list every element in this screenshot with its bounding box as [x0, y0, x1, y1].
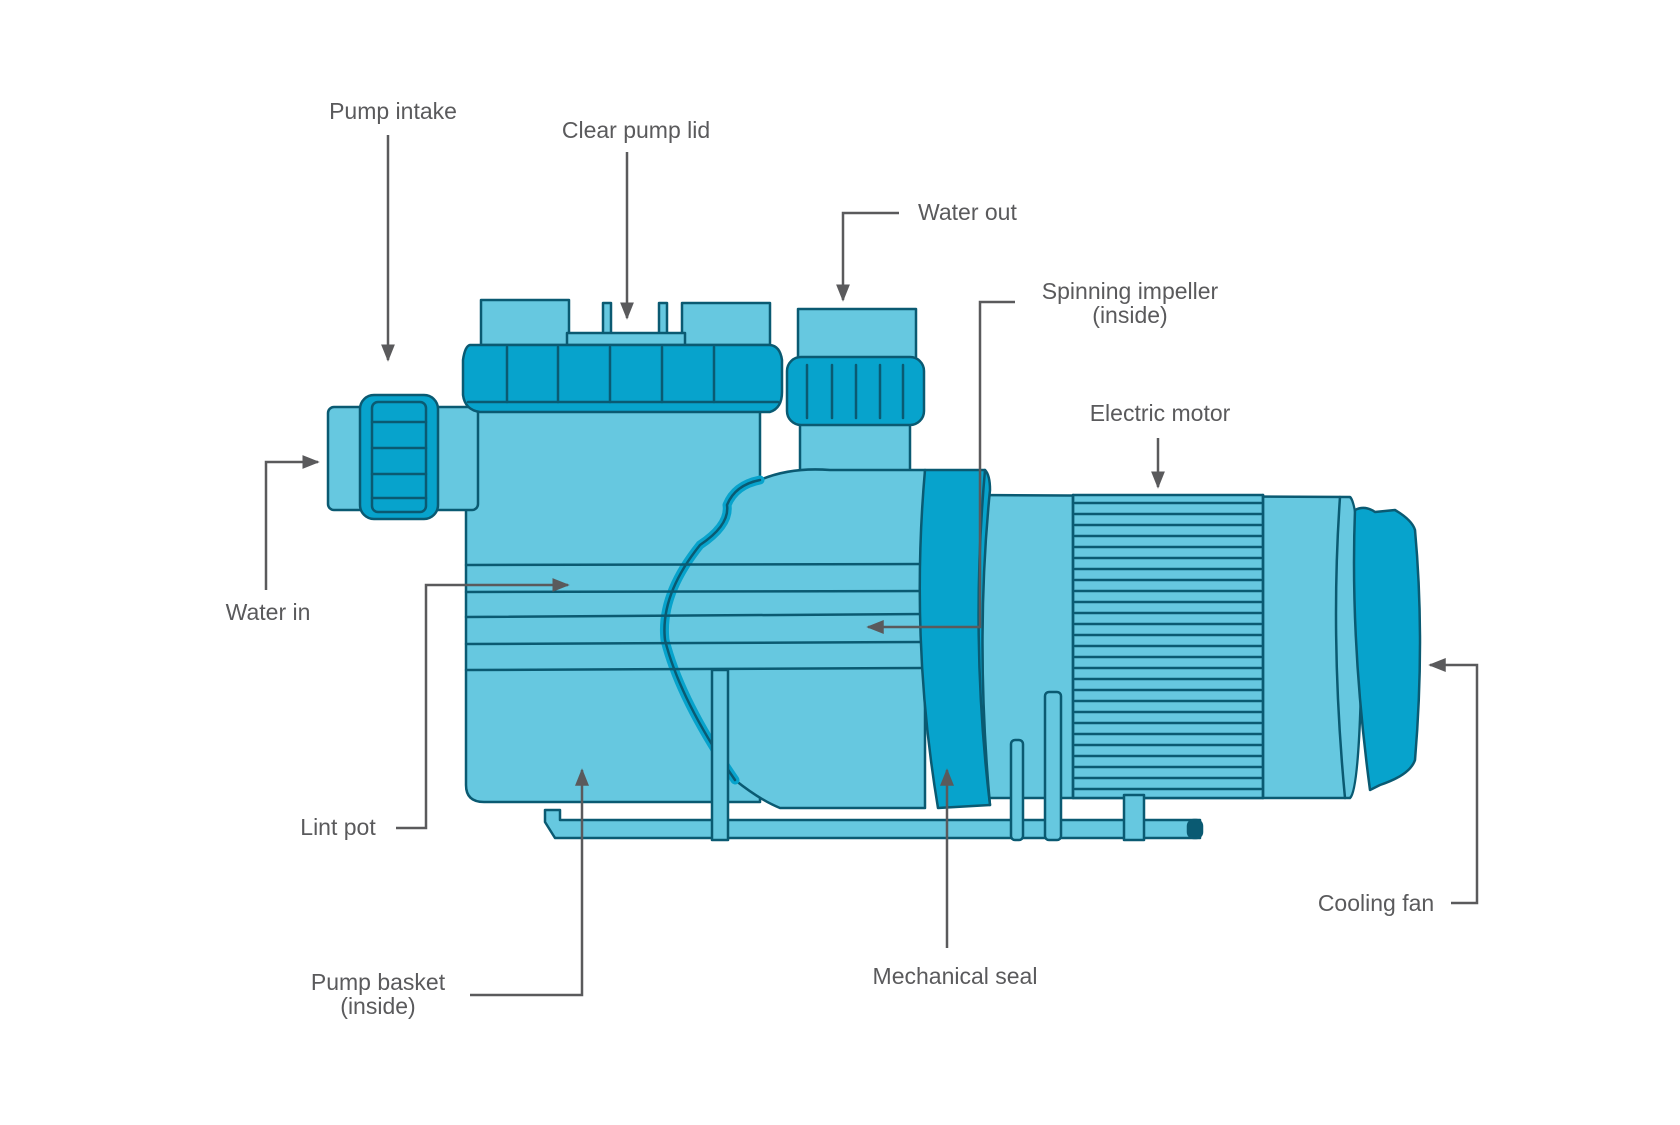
- housing-bands: [464, 562, 927, 672]
- pump-intake-pipe: [326, 393, 480, 521]
- label-water-in: Water in: [225, 599, 311, 625]
- leader-lines: [264, 135, 1479, 997]
- clear-pump-lid: [461, 298, 784, 414]
- leader-cooling-fan: [1428, 658, 1479, 905]
- label-clear-pump-lid: Clear pump lid: [561, 117, 711, 143]
- volute-housing: [659, 468, 927, 810]
- mechanical-seal: [918, 468, 992, 810]
- support-leg: [710, 668, 730, 842]
- label-lint-pot: Lint pot: [300, 814, 376, 840]
- motor-stand: [1009, 690, 1146, 842]
- leader-water-out: [836, 211, 899, 302]
- leader-spinning-impeller: [866, 300, 1015, 634]
- leader-lint-pot: [396, 578, 570, 830]
- label-electric-motor: Electric motor: [1089, 400, 1231, 426]
- leader-water-in: [264, 455, 320, 590]
- base-rail: [543, 808, 1204, 840]
- label-spinning-impeller: Spinning impeller (inside): [1041, 278, 1219, 328]
- label-pump-intake: Pump intake: [329, 98, 457, 124]
- label-water-out: Water out: [918, 199, 1017, 225]
- label-mechanical-seal: Mechanical seal: [872, 963, 1038, 989]
- cooling-fan: [1352, 506, 1422, 792]
- water-out-pipe: [785, 307, 926, 477]
- electric-motor: [973, 493, 1364, 800]
- label-cooling-fan: Cooling fan: [1317, 890, 1435, 916]
- leader-pump-basket: [470, 768, 589, 997]
- label-pump-basket: Pump basket (inside): [310, 969, 446, 1019]
